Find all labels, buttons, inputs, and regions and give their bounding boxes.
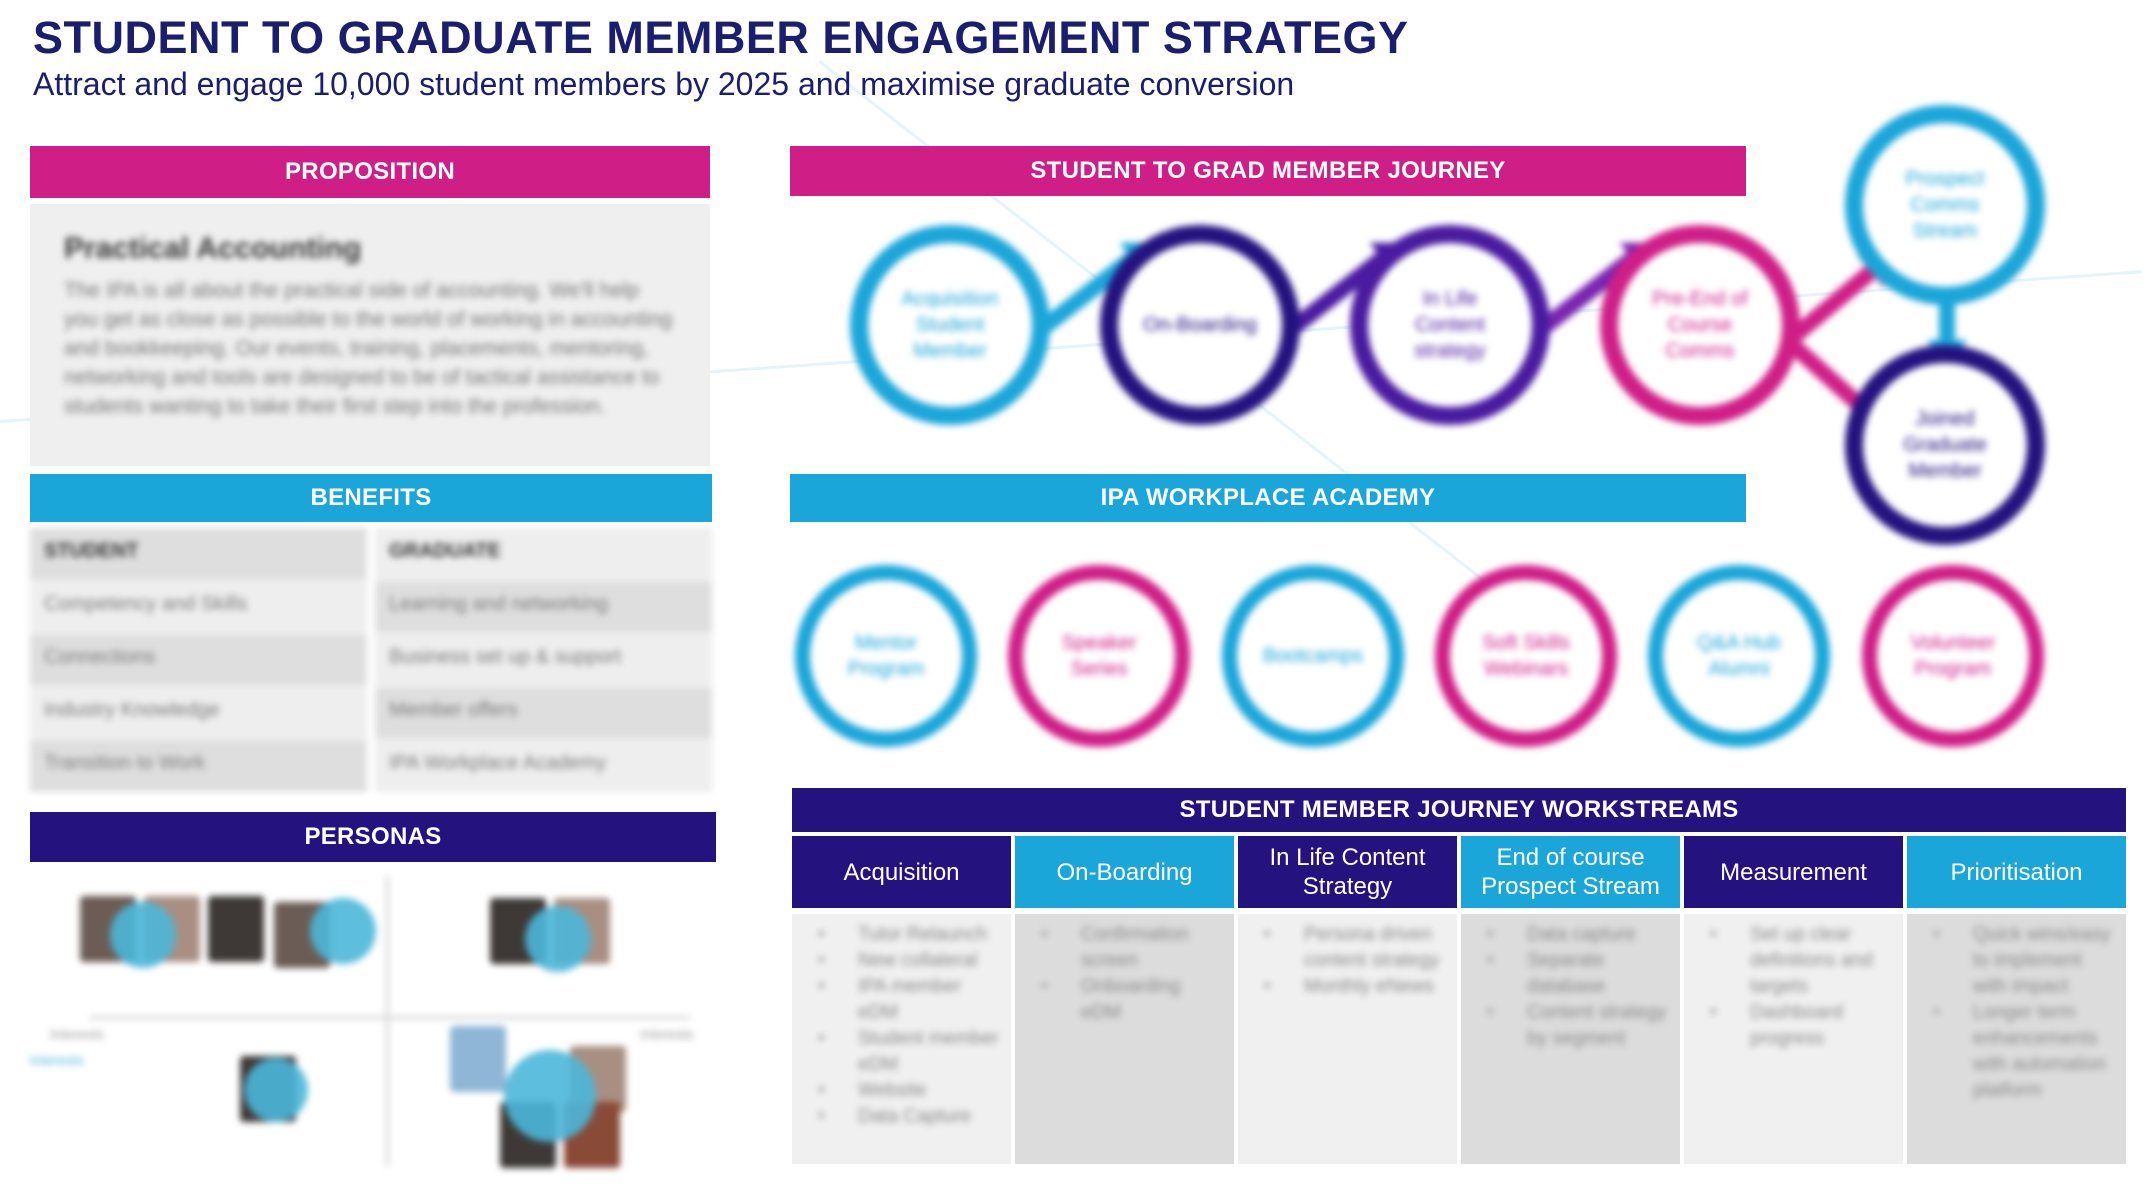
persona-circle — [310, 898, 376, 964]
proposition-heading: Practical Accounting — [64, 232, 362, 265]
ws-measurement: Measurement — [1684, 836, 1903, 908]
list-item: Website — [812, 1078, 1001, 1104]
benefit-graduate: IPA Workplace Academy — [375, 740, 712, 792]
persona-group — [80, 896, 272, 962]
ws-col-onboarding: Confirmation screen Onboarding eDM — [1015, 914, 1234, 1164]
list-item: Monthly eNews — [1258, 974, 1447, 1000]
persona-circle — [110, 902, 176, 968]
benefit-student: Competency and Skills — [30, 581, 367, 633]
ws-end-of-course: End of course Prospect Stream — [1461, 836, 1680, 908]
proposition-header: PROPOSITION — [30, 146, 710, 198]
list-item: Persona driven content strategy — [1258, 922, 1447, 974]
benefits-header-row: STUDENT GRADUATE — [30, 528, 712, 580]
list-item: Longer term enhancements with automation… — [1927, 1000, 2116, 1104]
list-item: Data Capture — [812, 1104, 1001, 1130]
personas-quadrant: Interests Interests Interests — [30, 866, 720, 1178]
list-item: IPA member eDM — [812, 974, 1001, 1026]
axis-label-left-sub: Interests — [30, 1052, 84, 1068]
ws-onboarding: On-Boarding — [1015, 836, 1234, 908]
list-item: Tutor Relaunch — [812, 922, 1001, 948]
academy-mentor-program: Mentor Program — [795, 565, 977, 747]
workstreams-header: STUDENT MEMBER JOURNEY WORKSTREAMS — [792, 788, 2126, 832]
journey-stage-in-life: In Life Content strategy — [1350, 225, 1550, 425]
academy-speaker-series: Speaker Series — [1008, 565, 1190, 747]
academy-rings: Mentor Program Speaker Series Bootcamps … — [780, 560, 2080, 760]
journey-header: STUDENT TO GRAD MEMBER JOURNEY — [790, 146, 1746, 196]
page-title: STUDENT TO GRADUATE MEMBER ENGAGEMENT ST… — [33, 12, 1409, 63]
list-item: Separate database — [1481, 948, 1670, 1000]
benefits-col-student: STUDENT — [30, 528, 367, 580]
persona-photo — [450, 1026, 506, 1092]
ws-in-life-content: In Life Content Strategy — [1238, 836, 1457, 908]
journey-stage-graduate: Joined Graduate Member — [1845, 345, 2045, 545]
axis-label-right: Interests — [640, 1026, 694, 1042]
list-item: Student member eDM — [812, 1026, 1001, 1078]
academy-volunteer-program: Volunteer Program — [1862, 565, 2044, 747]
journey-stage-end-of-course: Pre-End of Course Comms — [1600, 225, 1800, 425]
table-row: Industry Knowledge Member offers — [30, 687, 712, 739]
quadrant-axis-vertical — [386, 876, 389, 1166]
axis-label-left: Interests — [50, 1026, 104, 1042]
journey-stage-acquisition: Acquisition Student Member — [850, 225, 1050, 425]
personas-header: PERSONAS — [30, 812, 716, 862]
journey-stage-onboarding: On-Boarding — [1100, 225, 1300, 425]
persona-photo — [208, 896, 264, 962]
benefit-student: Connections — [30, 634, 367, 686]
persona-group — [450, 1026, 514, 1092]
proposition-text: The IPA is all about the practical side … — [64, 279, 673, 418]
persona-circle — [525, 906, 591, 972]
benefit-graduate: Member offers — [375, 687, 712, 739]
journey-diagram: Acquisition Student Member On-Boarding I… — [780, 100, 2080, 570]
page-subtitle: Attract and engage 10,000 student member… — [33, 66, 1295, 102]
proposition-box: Practical Accounting The IPA is all abou… — [30, 204, 710, 466]
benefit-graduate: Learning and networking — [375, 581, 712, 633]
academy-soft-skills: Soft Skills Webinars — [1435, 565, 1617, 747]
ws-col-end-of-course: Data capture Separate database Content s… — [1461, 914, 1680, 1164]
list-item: Data capture — [1481, 922, 1670, 948]
academy-bootcamps: Bootcamps — [1222, 565, 1404, 747]
ws-col-measurement: Set up clear definitions and targets Das… — [1684, 914, 1903, 1164]
journey-arrow — [1939, 298, 1955, 348]
quadrant-axis-horizontal — [90, 1016, 690, 1019]
benefits-col-graduate: GRADUATE — [375, 528, 712, 580]
ws-acquisition: Acquisition — [792, 836, 1011, 908]
ws-col-prioritisation: Quick wins/easy to implement with impact… — [1907, 914, 2126, 1164]
persona-circle — [504, 1050, 596, 1142]
academy-qa-hub: Q&A Hub Alumni — [1648, 565, 1830, 747]
table-row: Competency and Skills Learning and netwo… — [30, 581, 712, 633]
benefit-student: Industry Knowledge — [30, 687, 367, 739]
list-item: Quick wins/easy to implement with impact — [1927, 922, 2116, 1000]
table-row: Transition to Work IPA Workplace Academy — [30, 740, 712, 792]
academy-header: IPA WORKPLACE ACADEMY — [790, 474, 1746, 522]
list-item: Dashboard progress — [1704, 1000, 1893, 1052]
benefits-table: STUDENT GRADUATE Competency and Skills L… — [30, 528, 712, 793]
workstreams-headers: Acquisition On-Boarding In Life Content … — [792, 836, 2126, 908]
list-item: Set up clear definitions and targets — [1704, 922, 1893, 1000]
list-item: Confirmation screen — [1035, 922, 1224, 974]
journey-stage-prospect: Prospect Comms Stream — [1845, 105, 2045, 305]
list-item: Onboarding eDM — [1035, 974, 1224, 1026]
workstreams-body: Tutor Relaunch New collateral IPA member… — [792, 914, 2126, 1164]
ws-prioritisation: Prioritisation — [1907, 836, 2126, 908]
table-row: Connections Business set up & support — [30, 634, 712, 686]
ws-col-acquisition: Tutor Relaunch New collateral IPA member… — [792, 914, 1011, 1164]
list-item: Content strategy by segment — [1481, 1000, 1670, 1052]
ws-col-in-life: Persona driven content strategy Monthly … — [1238, 914, 1457, 1164]
persona-circle — [244, 1058, 308, 1122]
benefit-student: Transition to Work — [30, 740, 367, 792]
benefit-graduate: Business set up & support — [375, 634, 712, 686]
list-item: New collateral — [812, 948, 1001, 974]
benefits-header: BENEFITS — [30, 474, 712, 522]
